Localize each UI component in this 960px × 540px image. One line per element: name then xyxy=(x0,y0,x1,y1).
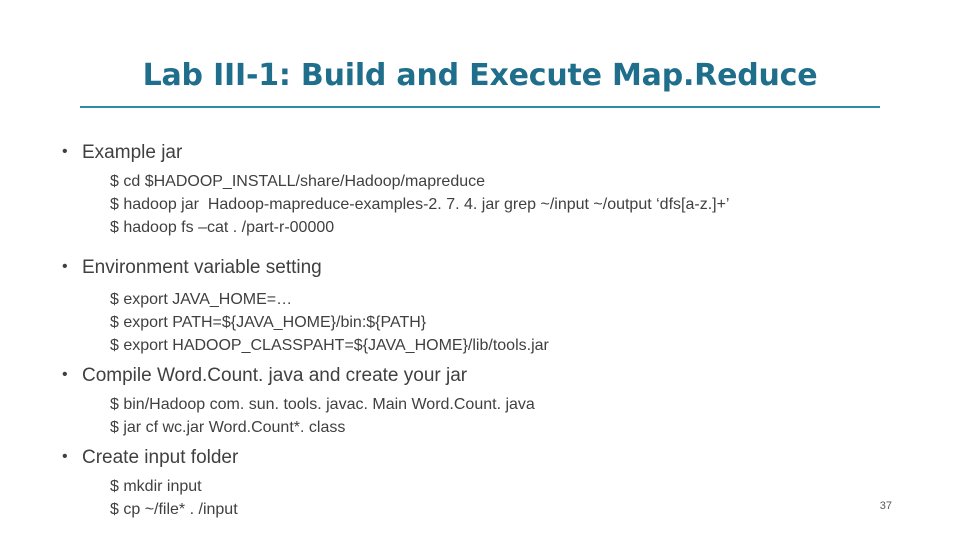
code-line: $ export JAVA_HOME=… xyxy=(110,291,293,309)
code-line: $ export HADOOP_CLASSPAHT=${JAVA_HOME}/l… xyxy=(110,337,549,355)
bullet-item-create-input-folder: • Create input folder xyxy=(62,445,922,471)
bullet-glyph-icon: • xyxy=(62,448,68,466)
bullet-glyph-icon: • xyxy=(62,257,68,275)
spacer xyxy=(62,239,922,253)
bullet-item-environment-variable-setting: • Environment variable setting xyxy=(62,255,922,281)
bullet-glyph-icon: • xyxy=(62,143,68,160)
spacer xyxy=(62,357,922,361)
page-title: Lab III-1: Build and Execute Map.Reduce xyxy=(142,58,818,93)
code-line: $ bin/Hadoop com. sun. tools. javac. Mai… xyxy=(110,396,535,414)
code-line: $ mkdir input xyxy=(110,477,202,495)
code-line: $ jar cf wc.jar Word.Count*. class xyxy=(110,419,346,437)
page-number: 37 xyxy=(879,500,892,512)
code-line: $ hadoop fs –cat . /part-r-00000 xyxy=(110,218,335,236)
code-line: $ export PATH=${JAVA_HOME}/bin:${PATH} xyxy=(110,314,427,332)
code-line: $ cd $HADOOP_INSTALL/share/Hadoop/mapred… xyxy=(110,172,486,190)
title-underline xyxy=(80,106,880,108)
bullet-glyph-icon: • xyxy=(62,366,68,384)
code-line: $ hadoop jar Hadoop-mapreduce-examples-2… xyxy=(110,195,730,213)
bullet-item-example-jar: • Example jar xyxy=(62,140,922,166)
bullet-label: Example jar xyxy=(82,142,183,163)
bullet-label: Environment variable setting xyxy=(82,256,322,278)
spacer xyxy=(62,280,922,288)
bullet-label: Create input folder xyxy=(82,447,239,469)
bullet-label: Compile Word.Count. java and create your… xyxy=(82,365,468,387)
bullet-item-compile-wordcount: • Compile Word.Count. java and create yo… xyxy=(62,363,922,389)
code-line: $ cp ~/file* . /input xyxy=(110,500,238,518)
slide-body: • Example jar $ cd $HADOOP_INSTALL/share… xyxy=(62,138,922,521)
spacer xyxy=(62,439,922,443)
